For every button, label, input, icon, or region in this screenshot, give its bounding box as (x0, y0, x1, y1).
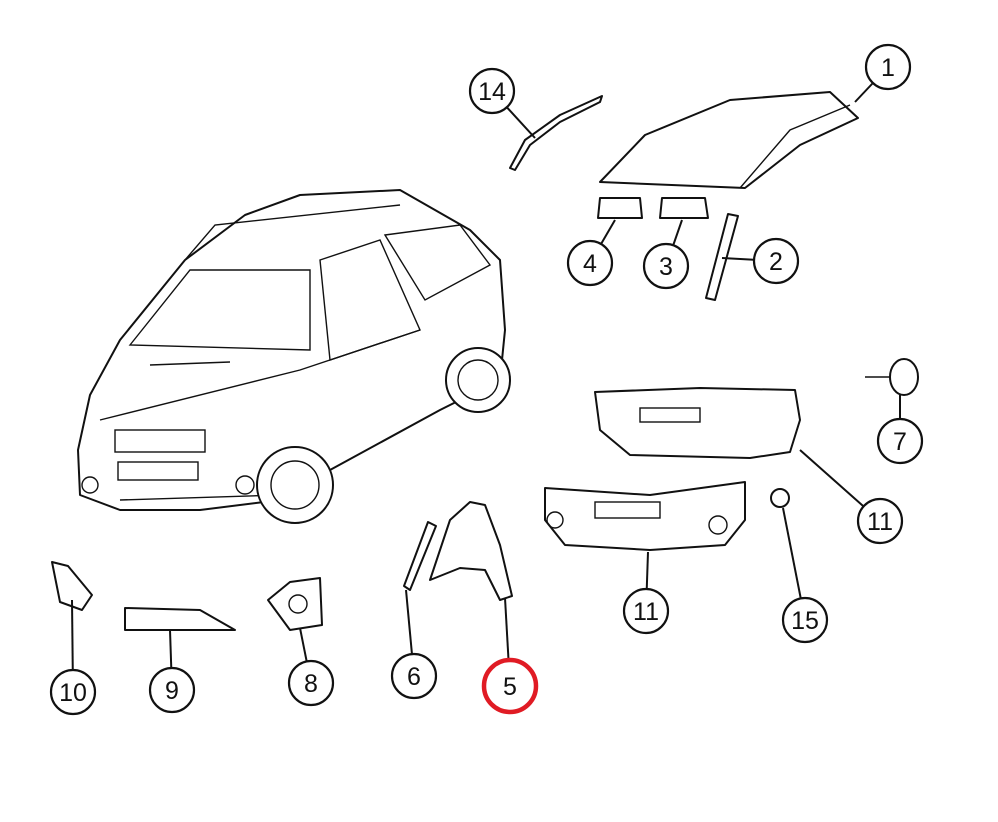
lower-grille (124, 607, 236, 631)
callout-circle (856, 497, 904, 545)
car-illustration (77, 189, 511, 524)
callout-label: 1 (881, 54, 895, 82)
fog-lamp-bezel-left (51, 561, 93, 611)
roof-pad-rear (659, 197, 709, 219)
callout-rear-bumper: 11 (856, 497, 904, 545)
front-bumper (544, 481, 746, 551)
callout-circle (287, 659, 335, 707)
callout-circle (148, 666, 196, 714)
fender-seal (403, 521, 437, 591)
callout-circle (864, 43, 912, 91)
front-fender (429, 501, 513, 601)
callout-roof-pad-rear: 3 (642, 242, 690, 290)
callout-label: 15 (791, 607, 819, 635)
callout-clip-fastener: 7 (876, 417, 924, 465)
callout-label: 6 (407, 663, 421, 691)
callout-pillar-trim: 2 (752, 237, 800, 285)
callout-circle (876, 417, 924, 465)
callout-circle (642, 242, 690, 290)
fog-lamp-cap (770, 488, 790, 508)
callout-roof-rail-molding: 14 (468, 67, 516, 115)
clip-fastener (865, 358, 919, 396)
callout-label: 5 (503, 673, 517, 701)
callout-label: 4 (583, 250, 597, 278)
fog-lamp-bezel-right (267, 577, 323, 631)
callout-roof-pad-front: 4 (566, 239, 614, 287)
callout-label: 14 (478, 78, 506, 106)
callout-lower-grille: 9 (148, 666, 196, 714)
callout-circle (566, 239, 614, 287)
callout-fog-lamp-bezel-left: 10 (49, 668, 97, 716)
callout-front-fender: 5 (481, 657, 539, 715)
callout-label: 2 (769, 248, 783, 276)
callout-circle (481, 657, 539, 715)
rear-bumper (594, 387, 801, 459)
callout-label: 10 (59, 679, 87, 707)
callout-circle (781, 596, 829, 644)
pillar-trim (705, 213, 739, 301)
roof-pad-front (597, 197, 643, 219)
callout-circle (390, 652, 438, 700)
callout-circle (752, 237, 800, 285)
roof-panel (599, 91, 859, 189)
callout-label: 9 (165, 677, 179, 705)
callout-fender-seal: 6 (390, 652, 438, 700)
callout-label: 11 (867, 508, 893, 536)
callout-fog-lamp-bezel-right: 8 (287, 659, 335, 707)
callout-fog-lamp-cap: 15 (781, 596, 829, 644)
callouts: 1 14 4 3 2 7 11 11 15 10 9 8 6 5 (49, 43, 924, 716)
callout-label: 3 (659, 253, 673, 281)
callout-roof-panel: 1 (864, 43, 912, 91)
callout-label: 8 (304, 670, 318, 698)
callout-front-bumper: 11 (622, 587, 670, 635)
roof-rail-molding (509, 95, 603, 171)
callout-label: 11 (633, 598, 659, 626)
callout-circle (622, 587, 670, 635)
callout-circle (468, 67, 516, 115)
callout-label: 7 (893, 428, 907, 456)
callout-circle (49, 668, 97, 716)
